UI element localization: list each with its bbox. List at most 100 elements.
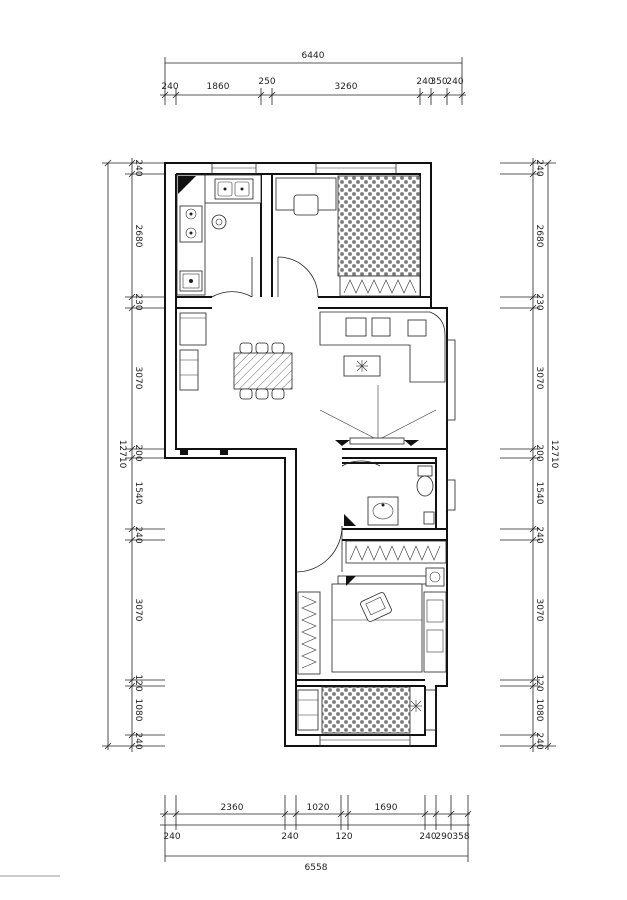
bottom-lower-seg-2: 240 — [281, 832, 298, 842]
right-seg-9: 120 — [534, 674, 544, 691]
right-seg-7: 240 — [534, 526, 544, 543]
right-seg-4: 3070 — [534, 367, 544, 390]
tv-cabinet-icon — [349, 437, 405, 445]
top-ticks — [161, 88, 466, 105]
right-seg-5: 200 — [534, 444, 544, 461]
bedroom-2 — [297, 540, 447, 675]
left-seg-3: 230 — [133, 293, 143, 310]
pillow-1 — [426, 599, 444, 623]
left-seg-8: 3070 — [133, 599, 143, 622]
bottom-lower-seg-5: 290 — [435, 832, 452, 842]
top-seg-5: 240 — [416, 77, 433, 87]
pillow-2 — [426, 629, 444, 653]
kitchen-doors — [211, 256, 319, 298]
balcony-plant-icon — [410, 700, 422, 712]
kitchen-corner-fill — [178, 176, 196, 194]
wardrobe-3-zigzag — [301, 595, 317, 669]
wardrobe-3-icon — [297, 591, 321, 675]
right-seg-6: 1540 — [534, 482, 544, 505]
kitchen-window — [211, 162, 257, 175]
fridge-icon — [179, 312, 207, 346]
left-seg-1: 240 — [133, 159, 143, 176]
sofa-cushion-3 — [407, 319, 427, 337]
left-seg-11: 240 — [133, 732, 143, 749]
view-line-1 — [319, 409, 379, 441]
kitchen-stool-icon — [211, 214, 227, 230]
door-arc-bedroom1 — [277, 256, 319, 298]
bathroom — [341, 460, 435, 526]
bottom-total-label: 6558 — [305, 863, 328, 873]
bottom-lower-seg-1: 240 — [163, 832, 180, 842]
dining-chairs — [239, 342, 285, 400]
top-seg-4: 3260 — [335, 82, 358, 92]
bottom-lower-seg-4: 240 — [419, 832, 436, 842]
washbasin-icon — [367, 496, 399, 526]
balcony-window — [319, 734, 411, 747]
left-seg-9: 120 — [133, 674, 143, 691]
left-dimension-group: 12710 240 2680 230 3070 200 1540 240 307… — [102, 158, 165, 752]
toilet-icon — [416, 465, 434, 497]
bathroom-corner-fill — [344, 514, 356, 526]
left-seg-2: 2680 — [133, 225, 143, 248]
view-line-3 — [377, 409, 437, 441]
bottom-lower-seg-6: 358 — [452, 832, 469, 842]
sofa-cushion — [345, 317, 367, 337]
wardrobe-2-zigzag — [349, 545, 441, 561]
living-window — [446, 339, 456, 421]
wall-mark-2 — [220, 449, 228, 455]
bottom-dimension-group: 2360 1020 1690 240 240 120 240 290 358 6… — [160, 795, 472, 873]
right-seg-1: 240 — [534, 159, 544, 176]
floor-drain-icon — [423, 511, 435, 525]
double-sink-icon — [214, 178, 254, 200]
dining-table-icon — [233, 352, 293, 390]
bathroom-door-arc — [341, 460, 381, 467]
bottom-upper-seg-1: 2360 — [221, 803, 244, 813]
living-room — [180, 311, 446, 455]
left-seg-5: 200 — [133, 444, 143, 461]
right-dimension-group: 12710 240 2680 230 3070 200 1540 240 307… — [500, 158, 559, 752]
top-seg-1: 240 — [161, 82, 178, 92]
door-arc-kitchen — [211, 291, 253, 298]
top-seg-6: 350 — [430, 77, 447, 87]
bathroom-window — [446, 479, 456, 511]
bedside-lamp-icon — [425, 567, 445, 587]
bedroom1-rug — [337, 175, 421, 277]
left-seg-6: 1540 — [133, 482, 143, 505]
washing-machine-icon — [179, 270, 203, 292]
wardrobe-1-zigzag — [343, 279, 417, 294]
balcony-rug — [321, 686, 411, 734]
wall-mark-1 — [180, 449, 188, 455]
top-seg-7: 240 — [446, 77, 463, 87]
windows — [211, 162, 456, 747]
armchair-icon — [360, 592, 392, 622]
plant-icon — [356, 360, 368, 372]
right-seg-11: 240 — [534, 732, 544, 749]
bottom-ticks — [161, 795, 472, 862]
right-seg-8: 3070 — [534, 599, 544, 622]
left-seg-10: 1080 — [133, 699, 143, 722]
bedroom2-door-arc — [295, 525, 343, 573]
tv-mark-right — [404, 440, 419, 446]
right-total-label: 12710 — [549, 440, 559, 469]
bottom-upper-seg-3: 1690 — [375, 803, 398, 813]
kitchen — [176, 174, 262, 391]
top-total-label: 6440 — [302, 51, 325, 61]
wardrobe-1-icon — [339, 275, 421, 297]
top-seg-2: 1860 — [207, 82, 230, 92]
balcony-cabinet-icon — [297, 689, 319, 731]
left-seg-4: 3070 — [133, 367, 143, 390]
bedroom2-corner-fill — [346, 576, 356, 586]
right-ticks — [500, 159, 556, 750]
wardrobe-2-icon — [345, 540, 447, 564]
stove-icon — [179, 205, 203, 243]
desk-chair-icon — [293, 194, 319, 216]
balcony — [297, 686, 422, 734]
cabinet-icon — [179, 349, 199, 391]
left-ticks — [102, 159, 165, 750]
bottom-lower-seg-3: 120 — [335, 832, 352, 842]
right-seg-2: 2680 — [534, 225, 544, 248]
top-seg-3: 250 — [258, 77, 275, 87]
left-seg-7: 240 — [133, 526, 143, 543]
